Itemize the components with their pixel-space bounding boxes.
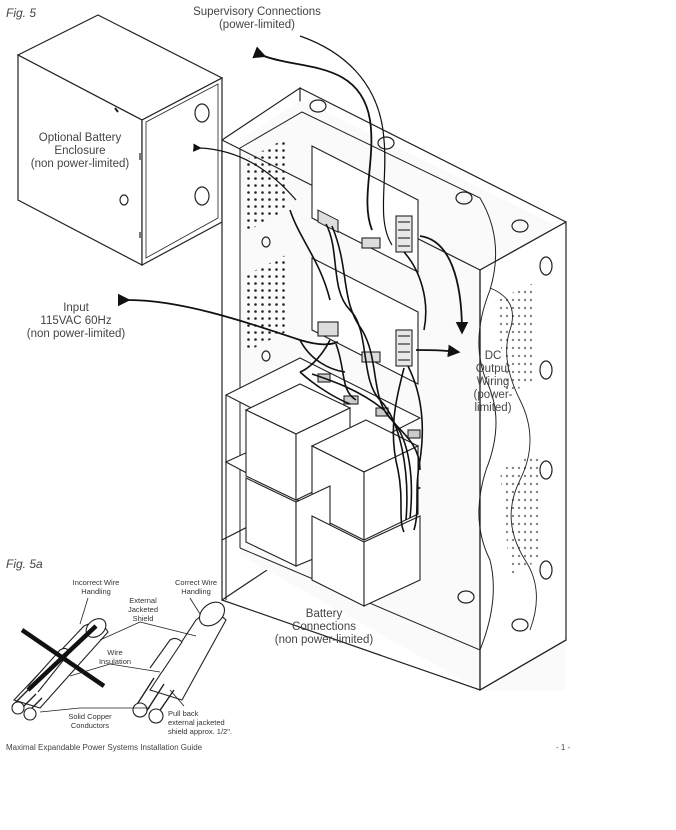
footer-page-number: - 1 - xyxy=(556,743,571,752)
wiring xyxy=(289,209,427,533)
figure-5a-label: Fig. 5a xyxy=(6,557,43,571)
supervisory-connections-label: Supervisory Connections(power-limited) xyxy=(193,6,321,31)
battery-enclosure-box xyxy=(16,14,224,267)
wire-routing-arrows xyxy=(117,35,469,358)
batteries xyxy=(244,373,421,607)
wire-detail-drawing xyxy=(11,597,227,724)
footer-guide-title: Maximal Expandable Power Systems Install… xyxy=(6,743,203,752)
vent-holes-upper xyxy=(246,138,286,232)
figure-5-label: Fig. 5 xyxy=(6,6,37,20)
vent-holes-lower xyxy=(246,255,286,352)
vent-holes-door xyxy=(496,282,536,395)
